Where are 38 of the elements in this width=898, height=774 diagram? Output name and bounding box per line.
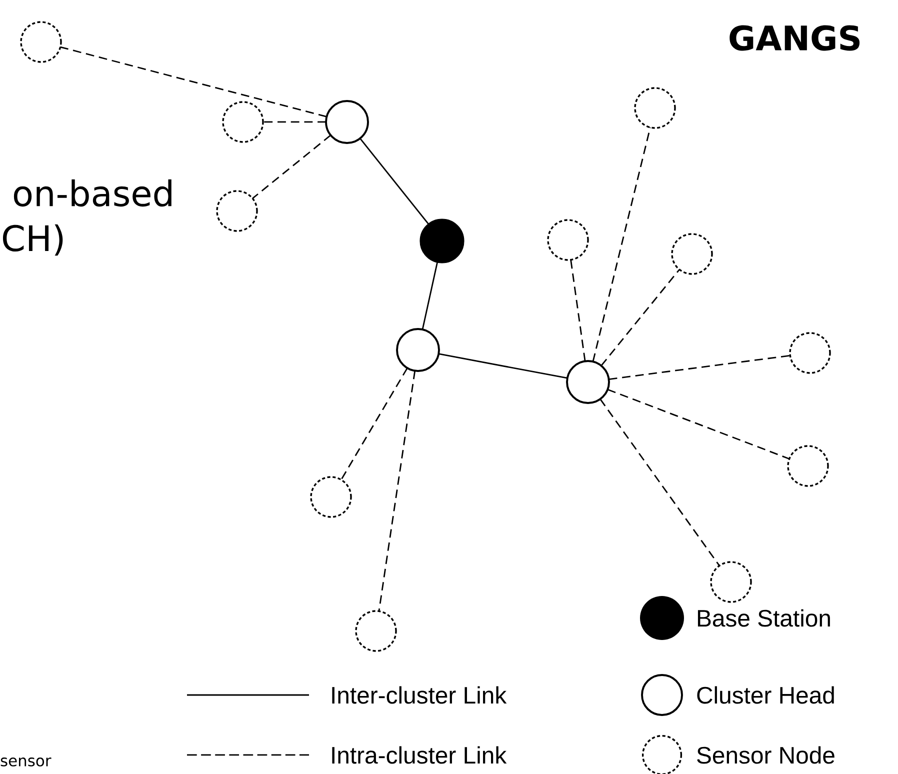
sensor-node xyxy=(787,445,829,487)
inter-cluster-link xyxy=(438,353,568,379)
cluster-head xyxy=(396,328,440,372)
intra-cluster-link xyxy=(570,260,586,362)
sensor-node xyxy=(20,21,62,63)
inter-cluster-link xyxy=(422,262,438,330)
intra-cluster-link xyxy=(607,388,790,460)
legend-text: Cluster Head xyxy=(697,686,834,704)
legend-text: Sensor Node xyxy=(697,746,834,764)
partial-text: on-based xyxy=(14,179,172,207)
intra-cluster-link xyxy=(600,269,680,366)
sensor-node xyxy=(547,219,589,261)
sensor-node xyxy=(671,233,713,275)
intra-cluster-link xyxy=(600,398,720,566)
sensor-node xyxy=(634,87,676,129)
intra-cluster-link xyxy=(340,368,408,480)
cluster-head xyxy=(325,100,369,144)
intra-cluster-link xyxy=(263,121,326,123)
legend-text: Inter-cluster Link xyxy=(332,686,507,704)
sensor-node xyxy=(710,561,752,603)
partial-text: CH) xyxy=(3,224,63,256)
base-station xyxy=(420,218,464,264)
legend-text: Base Station xyxy=(698,609,830,627)
title: GANGS xyxy=(730,25,860,51)
intra-cluster-link xyxy=(60,46,327,118)
intra-cluster-link xyxy=(252,134,332,199)
sensor-node xyxy=(310,476,352,518)
sensor-node xyxy=(355,610,397,652)
intra-cluster-link xyxy=(608,354,790,380)
inter-cluster-link xyxy=(360,138,429,224)
partial-text: sensor xyxy=(0,758,52,766)
intra-cluster-link xyxy=(378,370,416,612)
intra-cluster-link xyxy=(592,127,651,362)
sensor-node xyxy=(789,332,831,374)
sensor-node xyxy=(216,190,258,232)
sensor-node xyxy=(222,101,264,143)
legend-text: Intra-cluster Link xyxy=(332,746,507,764)
cluster-head xyxy=(566,360,610,404)
